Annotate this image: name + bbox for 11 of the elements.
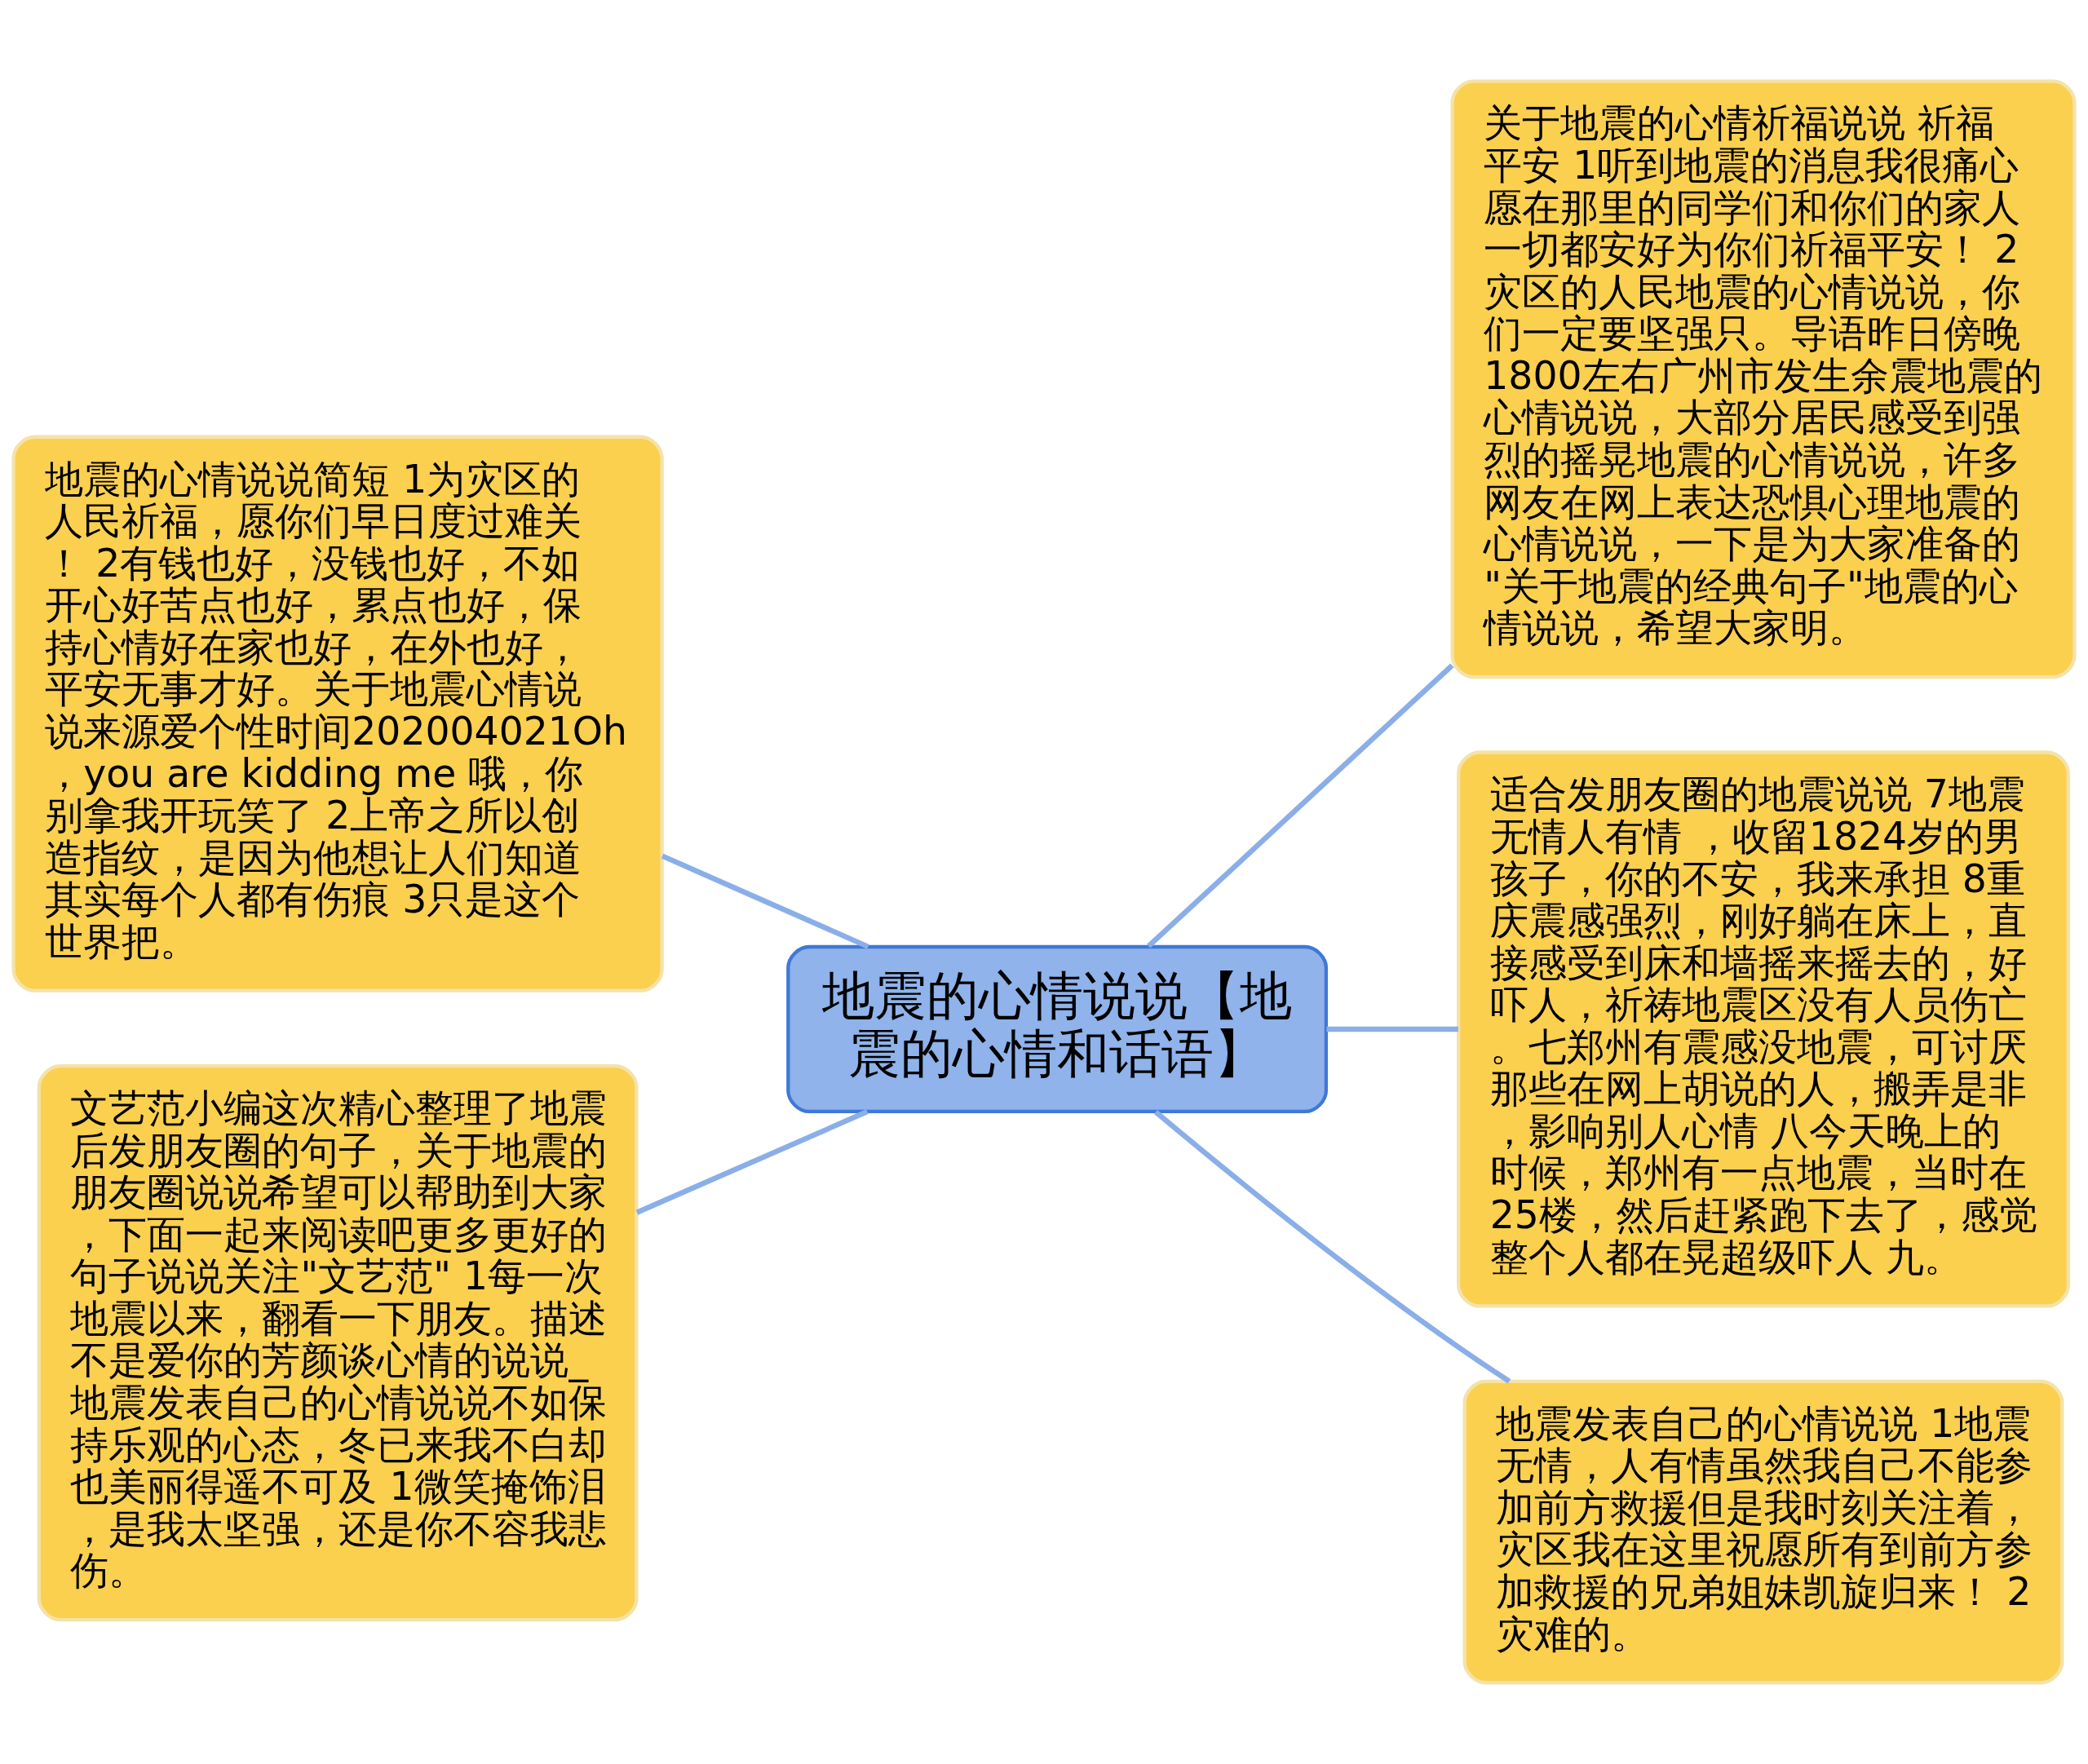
- connector: [1153, 1110, 1511, 1384]
- node-box: 关于地震的心情祈福说说 祈福平安 1听到地震的消息我很痛心愿在那里的同学们和你们的家人一切都安好为你们祈福平安！ 2灾区的人民地震的心情说说，你们一定要坚强只。导语昨日傍晚1800左右广州市发生余震地震的心情说说，大部分居民感受到强烈的摇晃地震的心情说说，许多网友在网上表达恐惧心理地震的心情说说，一下是为大家准备的"关于地震的经典句子"地震的心情说说，希望大家明。: [1450, 79, 2077, 679]
- connector: [1147, 663, 1454, 948]
- node-box: 文艺范小编这次精心整理了地震后发朋友圈的句子，关于地震的朋友圈说说希望可以帮助到大家，下面一起来阅读吧更多更好的句子说说关注"文艺范" 1每一次地震以来，翻看一下朋友。描述不是爱你的芳颜谈心情的说说_地震发表自己的心情说说不如保持乐观的心态，冬已来我不白却也美丽得遥不可及 1微笑掩饰泪，是我太坚强，还是你不容我悲伤。: [37, 1063, 639, 1622]
- node-box: 地震的心情说说【地震的心情和话语】: [786, 944, 1329, 1114]
- node-box: 地震的心情说说简短 1为灾区的人民祈福，愿你们早日度过难关！ 2有钱也好，没钱也好，不如开心好苦点也好，累点也好，保持心情好在家也好，在外也好，平安无事才好。关于地震心情说说来源爱个性时间202004021Oh，you are kidding me 哦，你别拿我开玩笑了 2上帝之所以创造指纹，是因为他想让人们知道其实每个人都有伤痕 3只是这个世界把。: [11, 435, 664, 993]
- node-box: 地震发表自己的心情说说 1地震无情，人有情虽然我自己不能参加前方救援但是我时刻关注着，灾区我在这里祝愿所有到前方参加救援的兄弟姐妹凯旋归来！ 2灾难的。: [1462, 1379, 2064, 1685]
- connector: [1326, 1026, 1458, 1032]
- connector: [635, 1109, 869, 1215]
- node-box: 适合发朋友圈的地震说说 7地震无情人有情 ，收留1824岁的男孩子，你的不安，我来承担 8重庆震感强烈，刚好躺在床上，直接感受到床和墙摇来摇去的，好吓人，祈祷地震区没有人员伤亡。七郑州有震感没地震，可讨厌那些在网上胡说的人，搬弄是非，影响别人心情 八今天晚上的时候，郑州有一点地震，当时在25楼，然后赶紧跑下去了，感觉整个人都在晃超级吓人 九。: [1457, 750, 2070, 1308]
- connector: [661, 853, 869, 949]
